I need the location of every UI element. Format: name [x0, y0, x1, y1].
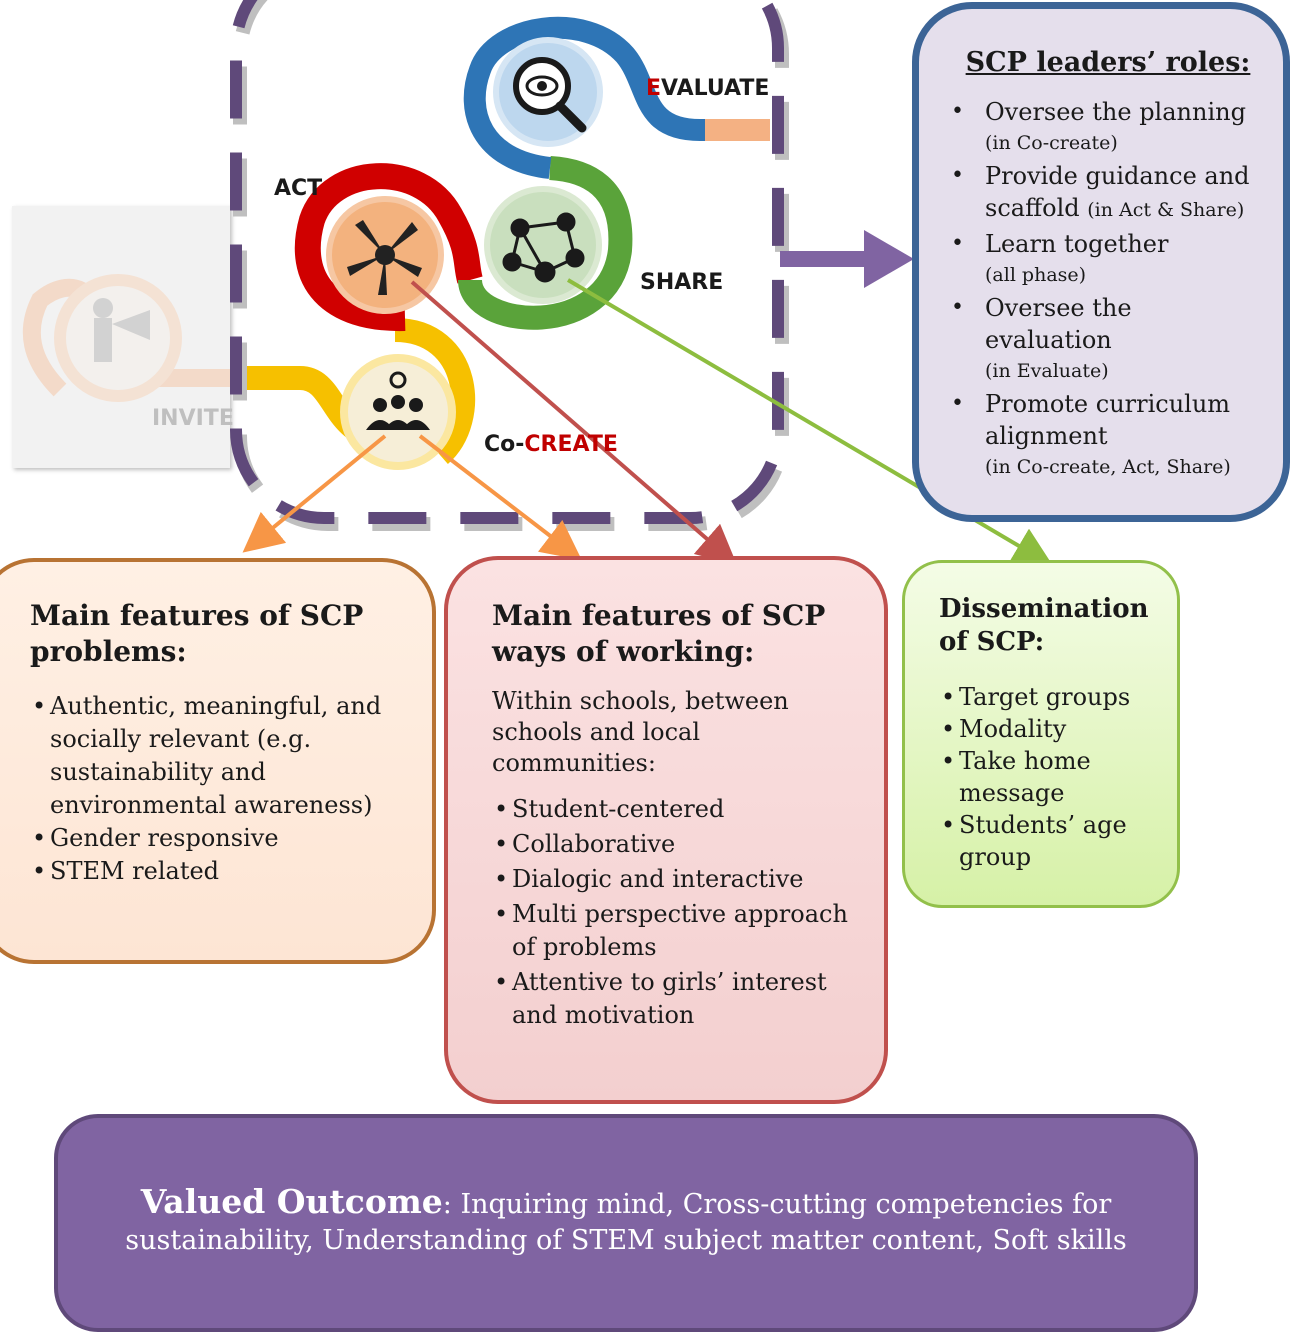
evaluate-label: EVALUATE	[646, 76, 770, 101]
act-label: ACT	[274, 176, 323, 201]
evaluate-step	[463, 16, 770, 179]
list-item: Dialogic and interactive	[494, 863, 854, 896]
cocreate-step	[232, 318, 476, 470]
list-item: Target groups	[941, 681, 1157, 713]
dissemination-list: Target groups Modality Take home message…	[939, 681, 1157, 873]
dissemination-title: Dissemination of SCP:	[939, 594, 1149, 657]
list-item: Learn together(all phase)	[951, 228, 1253, 290]
ways-of-working-box: Main features of SCP ways of working: Wi…	[444, 556, 888, 1104]
list-item: Authentic, meaningful, and socially rele…	[32, 690, 402, 822]
invite-label: INVITE	[152, 406, 234, 431]
arrow-to-leaders	[780, 230, 914, 288]
hands-together-icon	[347, 220, 422, 295]
arrow-to-ways-orange	[418, 434, 582, 561]
list-item: Modality	[941, 713, 1157, 745]
megaphone-icon	[54, 274, 182, 402]
list-item: Promote curriculum alignment(in Co-creat…	[951, 388, 1253, 482]
magnifier-eye-icon	[513, 57, 587, 133]
leaders-roles-box: SCP leaders’ roles: Oversee the planning…	[912, 2, 1290, 522]
invite-step	[22, 274, 230, 402]
problems-features-box: Main features of SCP problems: Authentic…	[0, 558, 436, 964]
list-item: Multi perspective approach of problems	[494, 898, 854, 964]
leaders-list: Oversee the planning(in Co-create) Provi…	[951, 96, 1253, 482]
act-step	[294, 163, 483, 332]
team-idea-icon	[366, 371, 430, 430]
arrow-to-ways-red	[410, 280, 738, 566]
dashed-frame	[230, 0, 784, 524]
share-label: SHARE	[640, 270, 724, 295]
list-item: Gender responsive	[32, 822, 402, 855]
network-people-icon	[502, 212, 585, 283]
problems-title: Main features of SCP problems:	[30, 599, 364, 668]
arrow-to-problems	[242, 434, 387, 553]
problems-list: Authentic, meaningful, and socially rele…	[30, 690, 402, 888]
ways-intro: Within schools, between schools and loca…	[492, 687, 789, 777]
list-item: Students’ age group	[941, 809, 1157, 873]
ways-title: Main features of SCP ways of working:	[492, 599, 826, 668]
share-step	[458, 156, 633, 330]
list-item: Attentive to girls’ interest and motivat…	[494, 966, 854, 1032]
outcome-label: Valued Outcome	[140, 1182, 443, 1221]
list-item: STEM related	[32, 855, 402, 888]
ways-list: Student-centered Collaborative Dialogic …	[492, 793, 854, 1032]
valued-outcome-box: Valued Outcome: Inquiring mind, Cross-cu…	[54, 1114, 1198, 1332]
dissemination-box: Dissemination of SCP: Target groups Moda…	[902, 560, 1180, 908]
list-item: Oversee the planning(in Co-create)	[951, 96, 1253, 158]
outcome-text: : Inquiring mind, Cross-cutting competen…	[125, 1189, 1127, 1256]
list-item: Collaborative	[494, 828, 854, 861]
list-item: Oversee the evaluation(in Evaluate)	[951, 292, 1253, 386]
leaders-title: SCP leaders’ roles:	[965, 47, 1251, 78]
cocreate-label: Co-CREATE	[484, 432, 618, 457]
list-item: Student-centered	[494, 793, 854, 826]
list-item: Take home message	[941, 745, 1157, 809]
